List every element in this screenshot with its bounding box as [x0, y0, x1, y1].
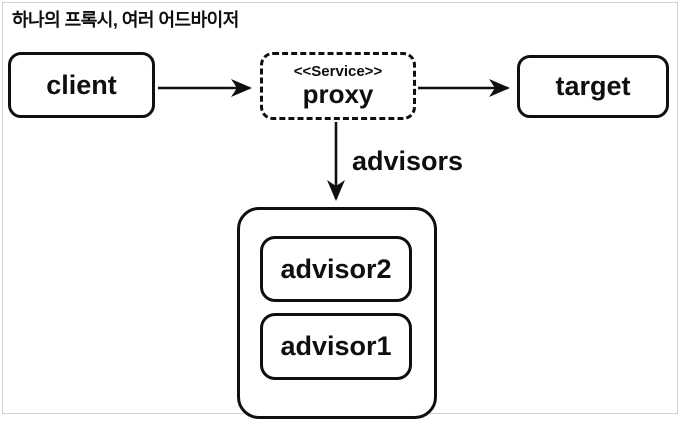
client-node: client: [8, 52, 155, 118]
proxy-node: <<Service>> proxy: [260, 52, 416, 120]
proxy-node-label: proxy: [302, 78, 374, 109]
target-node: target: [517, 55, 669, 118]
advisor2-node-label: advisor2: [280, 253, 392, 284]
advisors-edge-label: advisors: [352, 146, 464, 176]
advisor1-node-label: advisor1: [280, 331, 392, 362]
proxy-stereotype: <<Service>>: [293, 63, 383, 81]
advisor2-node: advisor2: [260, 236, 412, 302]
client-node-label: client: [46, 69, 117, 100]
target-node-label: target: [555, 71, 631, 102]
diagram-title: 하나의 프록시, 여러 어드바이저: [12, 10, 239, 30]
advisor1-node: advisor1: [260, 313, 412, 380]
